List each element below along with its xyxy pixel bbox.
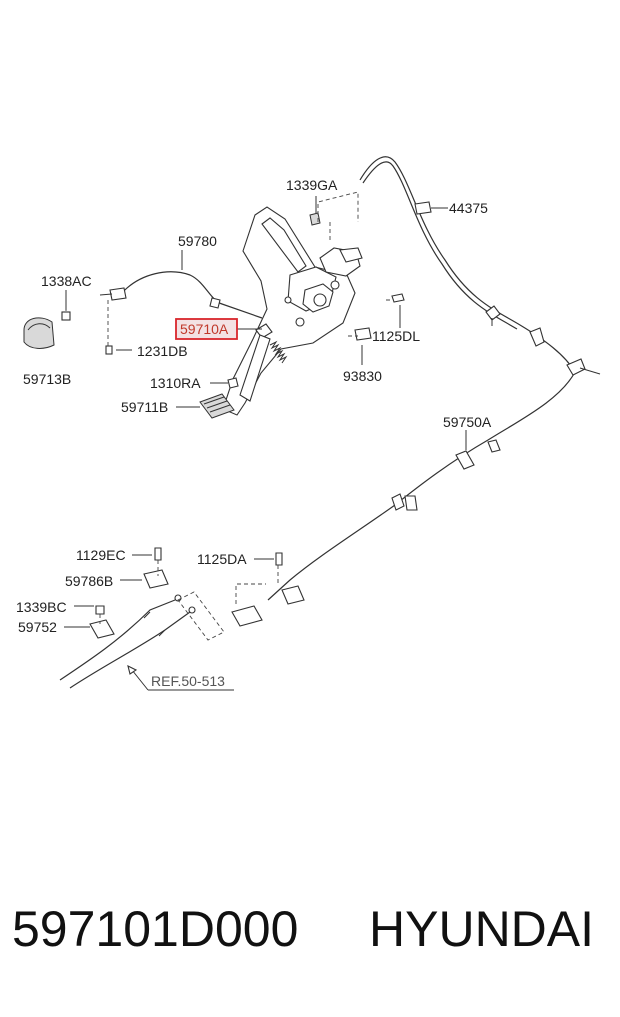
- highlight-box: [175, 318, 238, 340]
- label-59713B: 59713B: [23, 371, 71, 387]
- label-59752: 59752: [18, 619, 57, 635]
- cable-brackets: [89, 569, 305, 639]
- cable-clips: [391, 305, 601, 511]
- label-93830: 93830: [343, 368, 382, 384]
- leader-lines: [64, 196, 467, 691]
- pedal-pad: [199, 393, 235, 419]
- release-knob: [23, 317, 55, 349]
- label-59710A: 59710A: [180, 321, 229, 337]
- label-59786B: 59786B: [65, 573, 113, 589]
- brand-name: HYUNDAI: [369, 901, 595, 957]
- label-1339BC: 1339BC: [16, 599, 67, 615]
- label-1125DL: 1125DL: [372, 328, 420, 344]
- part-number: 597101D000: [12, 901, 299, 957]
- dashed-lines: [65, 191, 394, 641]
- label-1338AC: 1338AC: [41, 273, 92, 289]
- label-1339GA: 1339GA: [286, 177, 338, 193]
- fasteners: [61, 201, 432, 615]
- release-cable: [99, 271, 263, 319]
- footer: 597101D000 HYUNDAI: [0, 900, 620, 980]
- label-59750A: 59750A: [443, 414, 492, 430]
- label-1129EC: 1129EC: [76, 547, 126, 563]
- label-44375: 44375: [449, 200, 488, 216]
- label-1231DB: 1231DB: [137, 343, 188, 359]
- parking-brake-diagram: 1339GA 44375 59780 1338AC 59710A 1125DL …: [16, 156, 601, 691]
- label-59711B: 59711B: [121, 399, 168, 415]
- label-59780: 59780: [178, 233, 217, 249]
- label-ref: REF.50-513: [151, 673, 225, 689]
- pedal-assembly: [222, 206, 363, 416]
- label-1310RA: 1310RA: [150, 375, 201, 391]
- label-1125DA: 1125DA: [197, 551, 247, 567]
